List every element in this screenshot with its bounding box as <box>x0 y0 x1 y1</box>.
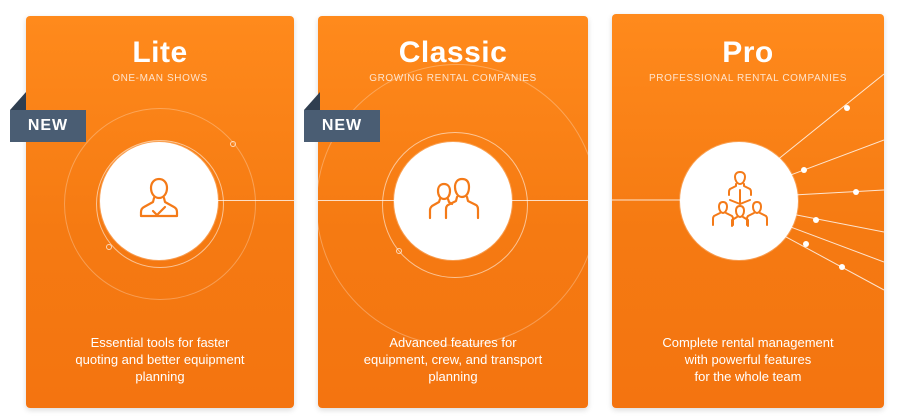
plan-icon-circle <box>100 142 218 260</box>
plan-description: Complete rental management with powerful… <box>662 335 834 384</box>
new-badge: NEW <box>10 110 86 142</box>
decor-dot <box>230 141 236 147</box>
plan-subtitle: PROFESSIONAL RENTAL COMPANIES <box>649 73 847 84</box>
plan-title: Classic <box>398 36 508 69</box>
plan-card-classic[interactable]: Classic GROWING RENTAL COMPANIES Advance… <box>318 16 588 408</box>
plan-title: Lite <box>132 36 188 69</box>
user-group-icon <box>428 177 480 220</box>
decor-dot <box>106 244 112 250</box>
plan-card-lite[interactable]: Lite ONE-MAN SHOWS Essential tools for f… <box>26 16 294 408</box>
badge-fold <box>304 92 320 110</box>
decor-ring <box>64 108 256 300</box>
decor-dot <box>396 248 402 254</box>
team-hierarchy-icon <box>712 171 768 227</box>
decor-ring <box>96 140 224 268</box>
plan-title: Pro <box>722 36 774 69</box>
plan-description: Advanced features for equipment, crew, a… <box>363 335 543 384</box>
user-check-icon <box>139 177 179 218</box>
new-badge: NEW <box>304 110 380 142</box>
decor-ring <box>382 132 528 278</box>
plan-icon-circle <box>394 142 512 260</box>
badge-fold <box>10 92 26 110</box>
plan-description: Essential tools for faster quoting and b… <box>75 335 245 384</box>
connector-line <box>216 200 294 201</box>
plan-subtitle: ONE-MAN SHOWS <box>112 73 208 84</box>
plan-card-pro[interactable]: Pro PROFESSIONAL RENTAL COMPANIES <box>612 14 884 408</box>
decor-ring <box>318 64 588 346</box>
